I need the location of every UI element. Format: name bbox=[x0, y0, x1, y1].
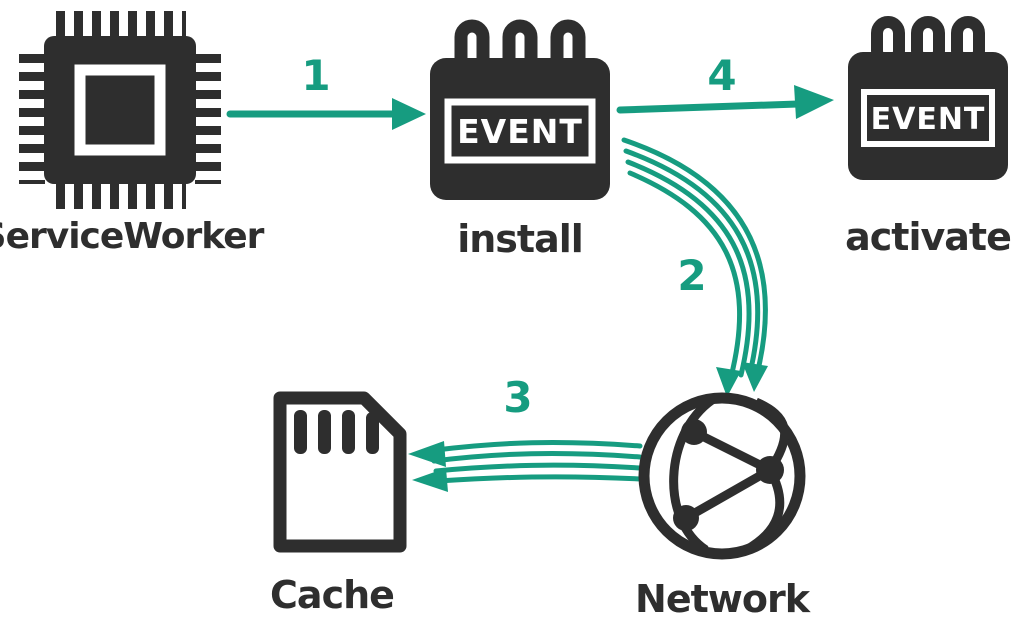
edge-2-line bbox=[625, 159, 752, 378]
sd-card-pin bbox=[366, 412, 379, 454]
install-event-node: EVENT install bbox=[430, 19, 610, 261]
globe-node-dot bbox=[673, 505, 699, 531]
edge-2-line bbox=[627, 170, 743, 380]
edge-1-label: 1 bbox=[301, 51, 330, 100]
service-worker-label: ServiceWorker bbox=[0, 216, 265, 257]
edge-2-arrow: 2 bbox=[621, 137, 768, 397]
network-node: Network bbox=[635, 392, 812, 621]
globe-link bbox=[691, 427, 773, 475]
edge-3-arrow: 3 bbox=[408, 373, 643, 492]
edge-1-arrow: 1 bbox=[226, 51, 426, 130]
event-badge-label: EVENT bbox=[457, 112, 583, 151]
sd-card-pin bbox=[342, 410, 355, 454]
globe-link bbox=[683, 466, 773, 522]
chip-inner-square bbox=[74, 64, 166, 156]
event-badge-frame bbox=[861, 89, 995, 147]
event-badge-frame bbox=[444, 98, 596, 164]
cache-label: Cache bbox=[270, 573, 394, 617]
edge-3-line bbox=[431, 451, 643, 464]
network-label: Network bbox=[635, 577, 811, 621]
edge-2-arrowhead bbox=[742, 362, 768, 392]
cache-node: Cache bbox=[270, 391, 407, 617]
edge-4-line bbox=[616, 100, 802, 114]
edge-2-line bbox=[623, 148, 761, 376]
edge-3-arrowhead bbox=[408, 441, 446, 467]
edge-4-arrow: 4 bbox=[616, 51, 834, 119]
edge-3-line bbox=[435, 474, 643, 484]
edge-1-arrowhead bbox=[392, 98, 426, 130]
globe-node-dot bbox=[681, 419, 707, 445]
edge-4-label: 4 bbox=[707, 51, 736, 100]
edge-4-arrowhead bbox=[794, 85, 834, 119]
edge-2-arrowhead bbox=[716, 367, 741, 397]
edge-2-label: 2 bbox=[677, 251, 706, 300]
activate-event-node: EVENT activate bbox=[845, 16, 1012, 259]
edge-3-label: 3 bbox=[503, 373, 532, 422]
edge-3-line bbox=[433, 440, 643, 453]
activate-label: activate bbox=[845, 215, 1011, 259]
sd-card-icon bbox=[273, 391, 407, 553]
globe-meridian bbox=[669, 396, 715, 554]
edge-3-line bbox=[433, 462, 643, 474]
install-label: install bbox=[457, 217, 583, 261]
globe-node-dot bbox=[756, 456, 784, 484]
service-worker-node: ServiceWorker bbox=[0, 11, 266, 257]
edge-3-arrowhead bbox=[412, 468, 448, 492]
cpu-chip-icon bbox=[19, 11, 221, 209]
sd-card-pin bbox=[318, 410, 331, 454]
globe-network-icon bbox=[638, 392, 806, 560]
calendar-event-icon-install: EVENT bbox=[430, 19, 610, 200]
calendar-event-icon-activate: EVENT bbox=[848, 16, 1008, 180]
sd-card-pin bbox=[294, 410, 307, 454]
event-badge-label: EVENT bbox=[871, 102, 986, 137]
edge-2-line bbox=[621, 137, 768, 373]
chip-body bbox=[44, 36, 196, 184]
